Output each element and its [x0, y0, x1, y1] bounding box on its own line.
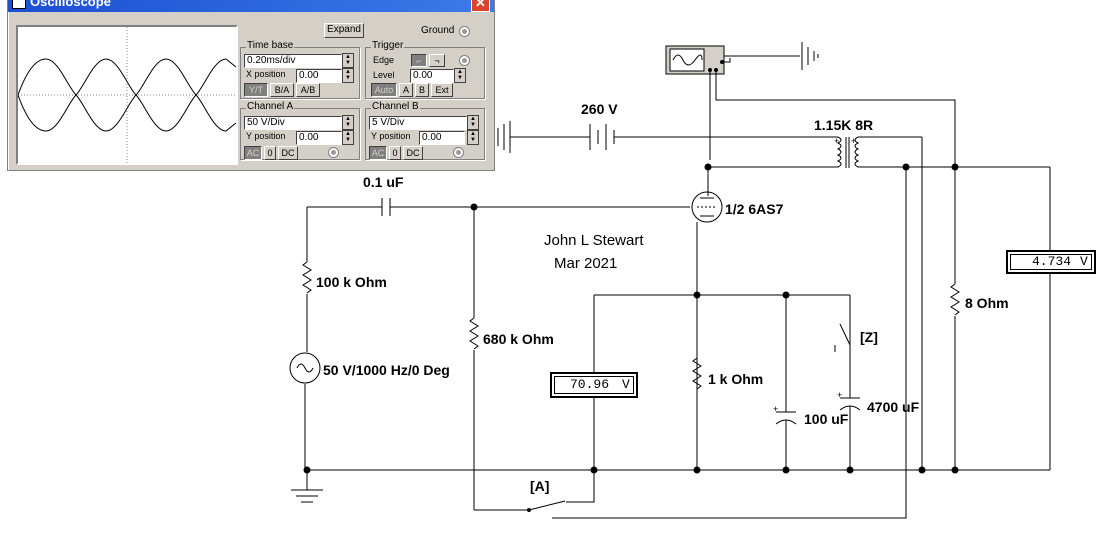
trigger-ext-button[interactable]: Ext	[431, 83, 453, 97]
trigger-group-label: Trigger	[371, 40, 405, 51]
channel-b-zero-button[interactable]: 0	[389, 146, 401, 160]
leak-resistor-label: 680 k Ohm	[483, 331, 554, 347]
oscilloscope-display	[16, 25, 238, 165]
output-voltmeter[interactable]: 4.734 V	[1006, 250, 1096, 274]
oscilloscope-titlebar[interactable]: Oscilloscope ✕	[8, 0, 494, 12]
window-icon	[12, 0, 26, 9]
falling-edge-button[interactable]: ¬	[429, 54, 445, 67]
channel-a-group	[240, 108, 360, 160]
level-label: Level	[373, 70, 395, 80]
ground-radio[interactable]	[459, 26, 470, 37]
channel-b-radio[interactable]	[453, 147, 464, 158]
channel-b-scale-stepper[interactable]: ▲▼	[467, 115, 479, 130]
ground-label: Ground	[421, 25, 455, 36]
channel-a-scale-stepper[interactable]: ▲▼	[342, 115, 354, 130]
load-resistor-label: 8 Ohm	[965, 295, 1009, 311]
trigger-group	[365, 47, 485, 99]
channel-a-zero-button[interactable]: 0	[264, 146, 276, 160]
oscilloscope-title: Oscilloscope	[30, 0, 111, 9]
capacitor-4700uf-label: 4700 uF	[867, 399, 920, 415]
trigger-auto-button[interactable]: Auto	[371, 83, 397, 97]
edge-label: Edge	[373, 55, 395, 65]
edge-radio[interactable]	[459, 55, 470, 66]
scope-symbol[interactable]	[665, 45, 725, 75]
channel-b-trace	[17, 58, 237, 132]
switch-z-label[interactable]: [Z]	[860, 329, 878, 345]
channel-b-ypos-label: Y position	[371, 131, 411, 141]
channel-a-ac-button[interactable]: AC	[244, 146, 262, 160]
cathode-voltmeter-value: 70.96	[570, 377, 610, 392]
xposition-input[interactable]: 0.00	[296, 69, 342, 83]
grid-resistor-label: 100 k Ohm	[316, 274, 387, 290]
channel-b-scale-input[interactable]: 5 V/Div	[369, 116, 467, 130]
trigger-b-button[interactable]: B	[415, 83, 429, 97]
xposition-label: X position	[246, 69, 286, 79]
channel-b-group	[365, 108, 485, 160]
battery-label: 260 V	[581, 101, 618, 117]
timebase-group-label: Time base	[246, 40, 295, 51]
author-label: John L Stewart	[544, 232, 644, 249]
cathode-voltmeter-unit: V	[622, 377, 630, 392]
channel-a-ypos-stepper[interactable]: ▲▼	[342, 130, 354, 145]
xposition-stepper[interactable]: ▲▼	[342, 68, 354, 83]
svg-text:+: +	[834, 136, 839, 146]
oscilloscope-window[interactable]: Oscilloscope ✕ Expand Ground Time base 0…	[7, 0, 495, 171]
timebase-input[interactable]: 0.20ms/div	[244, 54, 342, 68]
channel-a-dc-button[interactable]: DC	[278, 146, 298, 160]
channel-b-ac-button[interactable]: AC	[369, 146, 387, 160]
cathode-voltmeter[interactable]: 70.96 V	[550, 372, 638, 398]
output-voltmeter-unit: V	[1080, 254, 1088, 269]
timebase-stepper[interactable]: ▲▼	[342, 53, 354, 68]
capacitor-100uf-label: 100 uF	[804, 411, 849, 427]
level-input[interactable]: 0.00	[410, 69, 454, 83]
channel-b-dc-button[interactable]: DC	[403, 146, 423, 160]
trigger-a-button[interactable]: A	[399, 83, 413, 97]
channel-a-ypos-input[interactable]: 0.00	[296, 131, 342, 145]
expand-button[interactable]: Expand	[324, 23, 364, 38]
channel-b-ypos-input[interactable]: 0.00	[419, 131, 465, 145]
switch-a-label[interactable]: [A]	[530, 478, 550, 494]
channel-b-group-label: Channel B	[371, 101, 420, 112]
channel-b-ypos-stepper[interactable]: ▲▼	[467, 130, 479, 145]
timebase-group	[240, 47, 360, 99]
rising-edge-button[interactable]: ⌐	[411, 54, 427, 67]
close-icon[interactable]: ✕	[471, 0, 490, 12]
mode-ab-button[interactable]: A/B	[296, 83, 320, 97]
transformer-label: 1.15K 8R	[814, 117, 874, 133]
channel-a-group-label: Channel A	[246, 101, 295, 112]
date-label: Mar 2021	[554, 255, 618, 272]
mode-ba-button[interactable]: B/A	[270, 83, 294, 97]
mode-yt-button[interactable]: Y/T	[244, 83, 268, 97]
channel-a-radio[interactable]	[328, 147, 339, 158]
tube-label: 1/2 6AS7	[725, 201, 784, 217]
svg-text:+: +	[837, 390, 842, 400]
svg-text:+: +	[773, 404, 778, 414]
waveform-plot	[17, 27, 237, 163]
svg-text:+: +	[851, 136, 856, 146]
channel-a-ypos-label: Y position	[246, 131, 286, 141]
input-capacitor-label: 0.1 uF	[363, 174, 404, 190]
output-voltmeter-value: 4.734	[1032, 254, 1072, 269]
channel-a-scale-input[interactable]: 50 V/Div	[244, 116, 342, 130]
source-label: 50 V/1000 Hz/0 Deg	[323, 362, 450, 378]
level-stepper[interactable]: ▲▼	[454, 68, 466, 83]
cathode-resistor-label: 1 k Ohm	[708, 371, 764, 387]
